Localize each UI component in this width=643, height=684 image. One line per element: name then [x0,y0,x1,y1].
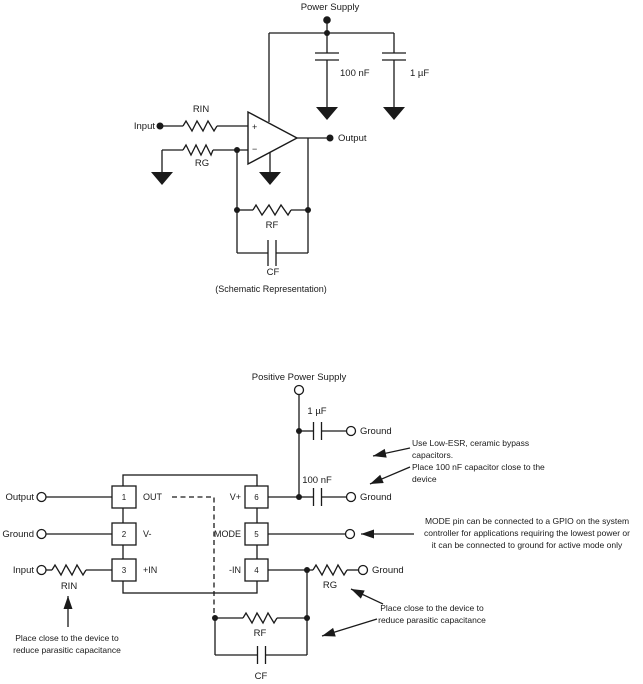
bypass-arrow-1 [372,447,411,458]
layout-input-row: Input RIN [13,563,112,592]
pin-number-1: 1 [122,493,127,502]
pin-name-minus-in: -IN [229,565,241,575]
pin-number-2: 2 [122,530,127,539]
opamp-plus-sign: + [252,122,257,132]
layout-cap-100nf: 100 nF Ground [296,475,392,506]
pin-number-6: 6 [254,493,259,502]
bypass-note-line3: Place 100 nF capacitor close to the [412,462,545,472]
rg-row: Ground RG [268,563,404,591]
rf-note-arrow [321,618,378,637]
pin-name-plus-in: +IN [143,565,157,575]
rin-note-line1: Place close to the device to [15,633,119,643]
rg-label: RG [323,580,337,591]
pin-number-4: 4 [254,566,259,575]
rf-label: RF [254,628,267,639]
pin-name-out: OUT [143,492,163,502]
mode-terminal [344,528,356,540]
mode-note-line2: controller for applications requiring th… [424,528,630,538]
positive-power-supply-label: Positive Power Supply [252,372,347,383]
pin-name-vplus: V+ [230,492,241,502]
ground-terminal [36,528,47,540]
input-terminal [36,564,47,576]
rf-rg-note-line2: reduce parasitic capacitance [378,615,486,625]
layout-diagram: Positive Power Supply 1 µF Ground 100 nF… [2,372,630,682]
cap-1uf-branch: 1 µF [382,33,429,120]
layout-cap-1uf: 1 µF Ground [296,406,392,440]
layout-ground-row: Ground [2,528,112,540]
ground-terminal [345,491,357,503]
ground-label: Ground [372,565,404,576]
feedback-network: RF CF [234,138,311,278]
rf-rg-note-line1: Place close to the device to [380,603,484,613]
ground-symbol-icon [151,172,173,185]
input-label: Input [13,565,34,576]
rin-note-line2: reduce parasitic capacitance [13,645,121,655]
cap-100nf-label: 100 nF [340,68,370,79]
opamp-symbol: + − [247,33,299,185]
rin-annotation: Place close to the device to reduce para… [13,596,121,655]
cap-100nf-branch: 100 nF [315,33,370,120]
ground-symbol-icon [259,172,281,185]
bypass-note-line1: Use Low-ESR, ceramic bypass [412,438,529,448]
rf-rg-annotation: Place close to the device to reduce para… [321,588,486,637]
input-label: Input [134,121,155,132]
rg-branch: RG [151,143,248,185]
mode-annotation: MODE pin can be connected to a GPIO on t… [361,516,630,550]
layout-output-row: Output [5,491,112,503]
rin-resistor [51,563,87,577]
ground-label: Ground [360,492,392,503]
rg-resistor [312,563,348,577]
output-terminal [36,491,47,503]
opamp-minus-sign: − [252,144,257,154]
ground-symbol-icon [383,107,405,120]
ground-terminal [345,425,357,437]
ic-package: 1 2 3 6 5 4 OUT V- +IN V+ MODE -IN [111,474,269,618]
cap-1uf-label: 1 µF [410,68,429,79]
pin-name-mode: MODE [214,529,241,539]
output-label: Output [5,492,34,503]
top-schematic: Power Supply 100 nF 1 µF Input [134,2,430,294]
output-label: Output [338,133,367,144]
rin-resistor [182,119,218,133]
cap-100nf-label: 100 nF [302,475,332,486]
rf-resistor [242,611,278,625]
ground-label: Ground [2,529,34,540]
rin-label: RIN [193,104,210,115]
ground-label: Ground [360,426,392,437]
bypass-note-line4: device [412,474,437,484]
rg-label: RG [195,158,209,169]
layout-feedback-network: RF CF [212,570,310,682]
pin-number-5: 5 [254,530,259,539]
cf-label: CF [255,671,268,682]
ground-terminal [357,564,369,576]
rg-note-arrow [350,588,384,605]
rf-label: RF [266,220,279,231]
internal-feedback-trace-dashed [172,496,215,618]
mode-note-line1: MODE pin can be connected to a GPIO on t… [425,516,629,526]
cap-1uf-label: 1 µF [307,406,326,417]
input-terminal-dot [156,122,164,130]
ground-symbol-icon [316,107,338,120]
schematic-caption: (Schematic Representation) [215,284,327,294]
bypass-annotation: Use Low-ESR, ceramic bypass capacitors. … [369,438,545,485]
bypass-arrow-2 [369,466,411,485]
bypass-note-line2: capacitors. [412,450,453,460]
pin-number-3: 3 [122,566,127,575]
rf-resistor [252,203,292,217]
pin-name-vminus: V- [143,529,152,539]
mode-note-line3: it can be connected to ground for active… [432,540,623,550]
output-terminal-dot [326,134,334,142]
mode-row [268,528,356,540]
input-branch: Input RIN [134,104,248,133]
rg-resistor [182,143,214,157]
power-supply-label: Power Supply [301,2,360,13]
cf-label: CF [267,267,280,278]
rin-label: RIN [61,581,78,592]
ic-body-outline [122,474,258,594]
output-branch: Output [297,133,367,144]
positive-power-supply-terminal [293,384,305,396]
